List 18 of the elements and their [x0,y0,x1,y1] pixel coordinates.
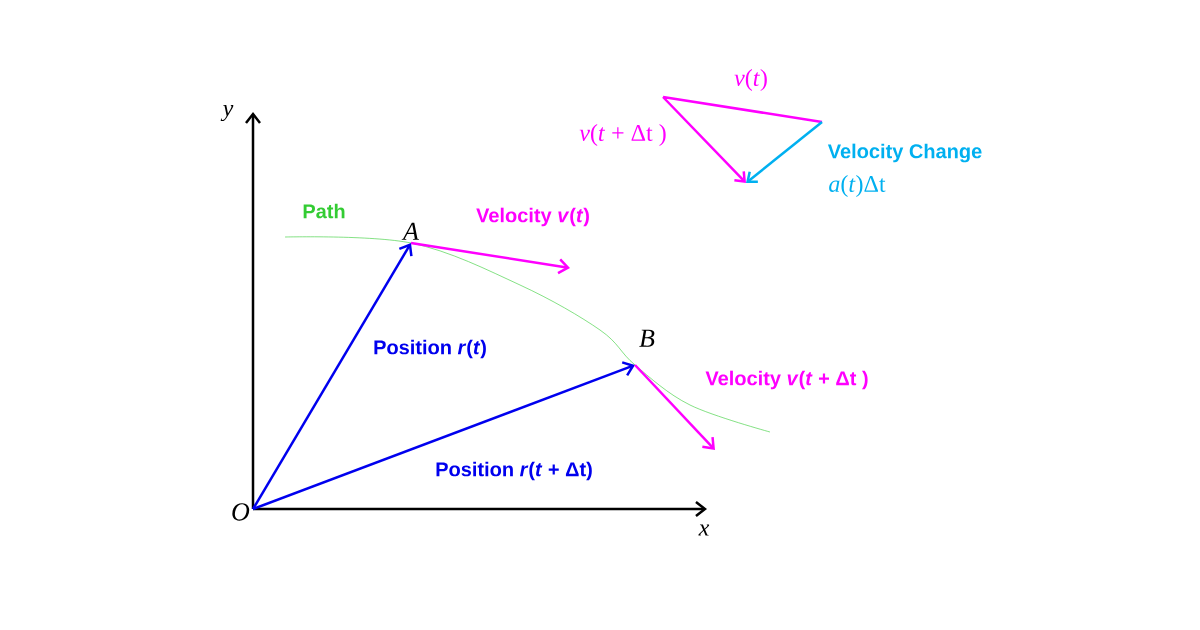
edge-label: Velocity v(t) [475,206,591,228]
vector-label: a(t)Δt [829,175,886,197]
vector-label: v(t) [734,69,767,91]
vector-arrow [634,364,715,450]
vector-arrow [252,361,635,511]
edge-label: Position r(t) [372,338,488,360]
point-label: B [639,329,655,347]
vector-arrow [410,241,570,275]
vector-arrow [251,243,413,510]
axis-label: y [220,104,234,122]
axis-label: x [698,524,710,536]
point-label: O [232,503,250,521]
vector-label: Velocity Change [827,143,982,163]
edge-label: Position r(t + Δt) [434,460,594,482]
edge-label: Velocity v(t + Δt ) [704,369,870,391]
point-label: A [401,222,420,240]
vector-label: v(t + Δt ) [579,124,666,146]
path-label: Path [303,203,345,219]
